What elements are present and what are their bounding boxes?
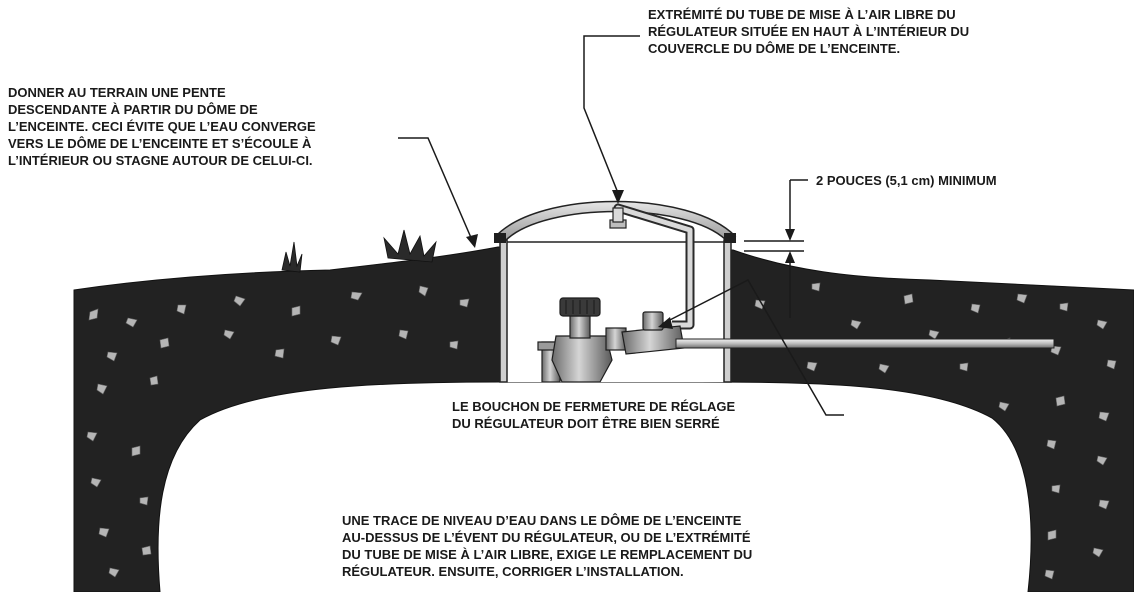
vent-note-line: RÉGULATEUR SITUÉE EN HAUT À L’INTÉRIEUR … (648, 24, 970, 39)
cap-note-line: DU RÉGULATEUR DOIT ÊTRE BIEN SERRÉ (452, 416, 720, 431)
clearance-dimension (744, 179, 808, 318)
grading-note-line: L’ENCEINTE. CECI ÉVITE QUE L’EAU CONVERG… (8, 119, 316, 134)
grading-note-line: VERS LE DÔME DE L’ENCEINTE ET S’ÉCOULE À (8, 136, 312, 151)
grading-note-line: DESCENDANTE À PARTIR DU DÔME DE (8, 102, 258, 117)
grading-note-line: L’INTÉRIEUR OU STAGNE AUTOUR DE CELUI-CI… (8, 153, 313, 168)
service-pipe (675, 338, 1055, 349)
water-note-line: DU TUBE DE MISE À L’AIR LIBRE, EXIGE LE … (342, 547, 753, 562)
water-note-line: UNE TRACE DE NIVEAU D’EAU DANS LE DÔME D… (342, 513, 742, 528)
enclosure-box (500, 242, 730, 382)
regulator-cap (642, 311, 664, 331)
vent-note-line: EXTRÉMITÉ DU TUBE DE MISE À L’AIR LIBRE … (648, 7, 956, 22)
water-note-line: RÉGULATEUR. ENSUITE, CORRIGER L’INSTALLA… (342, 564, 684, 579)
grading-note: DONNER AU TERRAIN UNE PENTE DESCENDANTE … (8, 84, 316, 169)
grass-tuft (281, 229, 437, 273)
grading-note-line: DONNER AU TERRAIN UNE PENTE (8, 85, 226, 100)
dome-rim-left (494, 233, 506, 243)
clearance-note: 2 POUCES (5,1 cm) MINIMUM (816, 172, 997, 189)
grading-leader-line (398, 137, 473, 241)
cap-note-line: LE BOUCHON DE FERMETURE DE RÉGLAGE (452, 399, 736, 414)
vent-leader-line (583, 35, 640, 194)
vent-tube-note: EXTRÉMITÉ DU TUBE DE MISE À L’AIR LIBRE … (648, 6, 969, 57)
enclosure-wall-right (723, 239, 732, 383)
cap-leader-line (661, 279, 844, 416)
soil-stones (86, 282, 1117, 580)
dome-rim-right (724, 233, 736, 243)
clearance-note-text: 2 POUCES (5,1 cm) MINIMUM (816, 173, 997, 188)
soil-ground (73, 246, 1134, 592)
water-note-line: AU-DESSUS DE L’ÉVENT DU RÉGULATEUR, OU D… (342, 530, 751, 545)
vent-note-line: COUVERCLE DU DÔME DE L’ENCEINTE. (648, 41, 901, 56)
enclosure-wall-left (499, 239, 508, 383)
water-level-note: UNE TRACE DE NIVEAU D’EAU DANS LE DÔME D… (342, 512, 752, 580)
regulator-assembly (537, 297, 685, 383)
regulator-cap-note: LE BOUCHON DE FERMETURE DE RÉGLAGE DU RÉ… (452, 398, 735, 432)
